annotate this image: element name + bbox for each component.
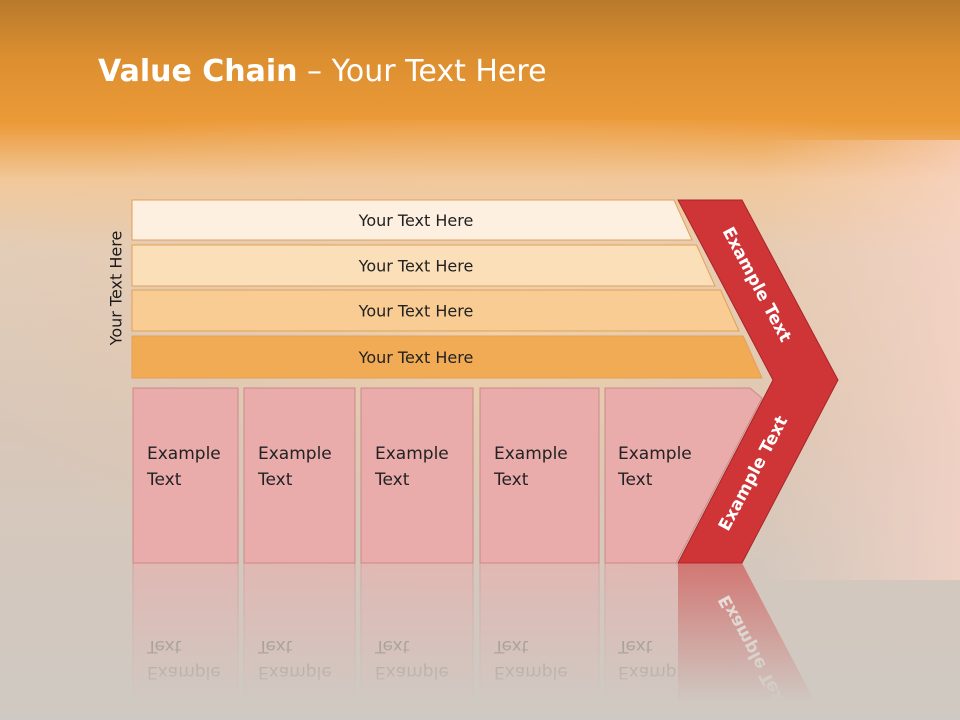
primary-box-reflection: Example Text: [132, 562, 239, 720]
primary-box-label-line2: Text: [257, 636, 293, 656]
support-bar: Your Text Here: [131, 335, 763, 379]
margin-chevron-reflection: Example Text: [678, 563, 825, 720]
support-bar-label: Your Text Here: [358, 211, 474, 230]
primary-box-label-line2: Text: [374, 470, 410, 490]
primary-box-label-line1: Example: [147, 444, 221, 464]
support-bar-label: Your Text Here: [358, 257, 474, 276]
primary-box-label-line2: Text: [146, 636, 182, 656]
diagram-reflection: ExampleTextExampleTextExampleTextExample…: [132, 562, 825, 720]
primary-box-reflection: Example Text: [243, 562, 356, 720]
primary-box-label-line2: Text: [617, 636, 653, 656]
primary-box-label-line1: Example: [375, 444, 449, 464]
slide-title: Value Chain – Your Text Here: [98, 54, 547, 89]
primary-box-label-line1: Example: [618, 662, 692, 682]
primary-box-reflection: Example Text: [360, 562, 474, 720]
primary-box-label-line2: Text: [617, 470, 653, 490]
primary-box-label-line2: Text: [493, 636, 529, 656]
primary-box-label-line1: Example: [494, 662, 568, 682]
primary-box-label-line1: Example: [258, 444, 332, 464]
primary-box-label-line1: Example: [494, 444, 568, 464]
support-bar: Your Text Here: [131, 289, 740, 332]
primary-box-reflection: Example Text: [479, 562, 600, 720]
primary-box-label-line1: Example: [258, 662, 332, 682]
primary-box-label-line1: Example: [147, 662, 221, 682]
support-bar-label: Your Text Here: [358, 302, 474, 321]
support-bar-label: Your Text Here: [358, 348, 474, 367]
primary-box-label-line2: Text: [257, 470, 293, 490]
primary-box-label-line1: Example: [375, 662, 449, 682]
support-bar: Your Text Here: [131, 244, 716, 287]
primary-box-label-line2: Text: [146, 470, 182, 490]
primary-box-label-line2: Text: [374, 636, 410, 656]
primary-box-label-line1: Example: [618, 444, 692, 464]
primary-box-label-line2: Text: [493, 470, 529, 490]
support-bar: Your Text Here: [131, 199, 693, 241]
